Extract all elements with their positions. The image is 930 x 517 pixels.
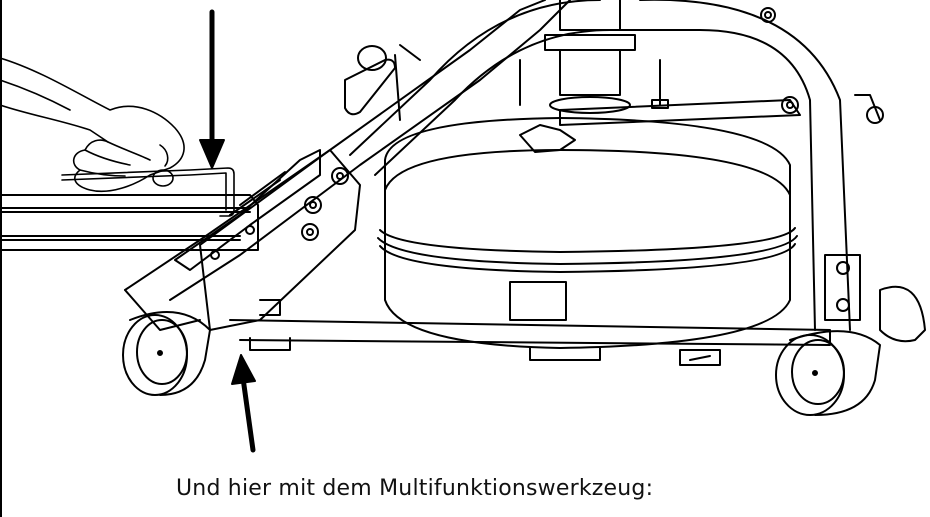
arrow-up-indicator	[231, 354, 256, 453]
flywheel-column	[519, 0, 669, 114]
arrow-down-indicator	[199, 9, 225, 169]
hand-with-allen-key	[0, 57, 235, 217]
handle	[344, 44, 421, 121]
water-tank	[377, 117, 798, 361]
rail	[0, 194, 259, 251]
rear-wheel	[775, 285, 926, 416]
base-frame	[229, 254, 861, 366]
instruction-caption: Und hier mit dem Multifunktionswerkzeug:	[176, 476, 654, 501]
front-frame	[124, 0, 571, 331]
page-border	[0, 0, 2, 517]
front-wheel	[122, 311, 211, 396]
